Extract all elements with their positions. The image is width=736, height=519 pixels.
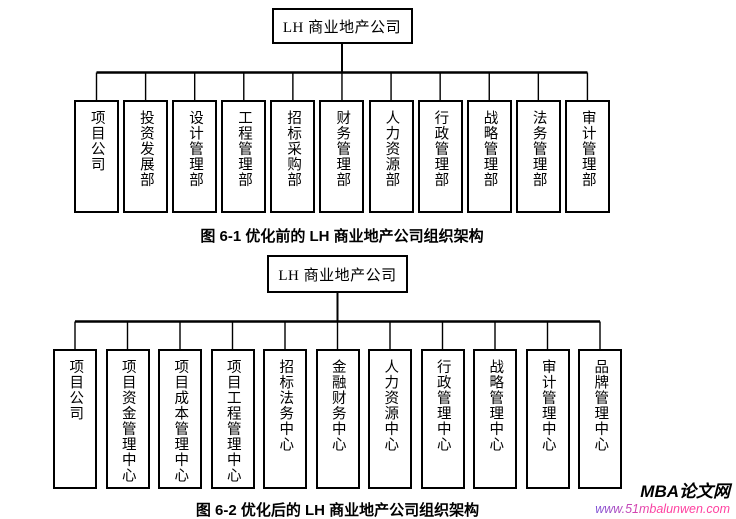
department-label: 项目成本管理中心	[172, 359, 189, 483]
department-node: 审计管理中心	[525, 349, 570, 489]
department-label: 人力资源中心	[382, 359, 399, 452]
department-node: 招标法务中心	[263, 349, 307, 489]
department-label: 项目工程管理中心	[224, 359, 241, 483]
department-label: 项目资金管理中心	[119, 359, 136, 483]
department-label: 战略管理部	[481, 110, 498, 188]
figure-caption-6-2: 图 6-2 优化后的 LH 商业地产公司组织架构	[195, 502, 480, 519]
company-root-node: LH 商业地产公司	[267, 255, 408, 293]
chart-area-after: LH 商业地产公司 项目公司 项目资金管理中心 项目成本管理中心 项目工程管理中心 招标…	[53, 255, 622, 489]
department-label: 人力资源部	[383, 110, 400, 188]
org-chart-figure-6-2: LH 商业地产公司 项目公司 项目资金管理中心 项目成本管理中心 项目工程管理中心 招标…	[0, 255, 736, 519]
company-root-label: LH 商业地产公司	[282, 19, 402, 36]
department-node: 法务管理部	[515, 100, 561, 213]
department-label: 行政管理部	[432, 110, 449, 188]
department-node: 项目公司	[53, 349, 97, 489]
watermark-site-url: www.51mbalunwen.com	[595, 501, 730, 516]
department-node: 金融财务中心	[315, 349, 360, 489]
department-label: 项目公司	[88, 110, 105, 172]
department-node: 项目工程管理中心	[210, 349, 255, 489]
department-node: 战略管理部	[466, 100, 512, 213]
department-node: 工程管理部	[221, 100, 267, 213]
department-node: 审计管理部	[564, 100, 610, 213]
department-label: 品牌管理中心	[592, 359, 609, 452]
department-node: 行政管理中心	[420, 349, 465, 489]
department-node: 项目成本管理中心	[158, 349, 202, 489]
department-node: 人力资源中心	[368, 349, 412, 489]
watermark: MBA论文网 www.51mbalunwen.com	[595, 482, 730, 516]
department-label: 金融财务中心	[329, 359, 346, 452]
department-row: 项目公司 投资发展部 设计管理部 工程管理部 招标采购部 财务管理部 人力资源部 行政管理部 战…	[74, 100, 610, 213]
chart-area-before: LH 商业地产公司 项目公司 投资发展部 设计管理部 工程管理部 招标采购部 财务管理部 人…	[74, 8, 610, 213]
department-node: 项目资金管理中心	[105, 349, 150, 489]
department-node: 项目公司	[74, 100, 119, 213]
drop-lines	[95, 72, 589, 100]
company-root-node: LH 商业地产公司	[271, 8, 413, 44]
department-label: 战略管理中心	[487, 359, 504, 452]
watermark-site-name: MBA论文网	[640, 482, 730, 502]
company-root-label: LH 商业地产公司	[278, 267, 397, 284]
department-label: 招标法务中心	[277, 359, 294, 452]
department-row: 项目公司 项目资金管理中心 项目成本管理中心 项目工程管理中心 招标法务中心 金融财务中心…	[53, 349, 622, 489]
department-label: 投资发展部	[137, 110, 154, 188]
department-label: 审计管理中心	[539, 359, 556, 452]
department-node: 人力资源部	[368, 100, 414, 213]
department-label: 财务管理部	[334, 110, 351, 188]
department-label: 工程管理部	[236, 110, 253, 188]
department-label: 设计管理部	[186, 110, 203, 188]
org-chart-figure-6-1: LH 商业地产公司 项目公司 投资发展部 设计管理部 工程管理部 招标采购部 财务管理部 人…	[0, 8, 736, 246]
department-node: 品牌管理中心	[578, 349, 622, 489]
department-node: 战略管理中心	[473, 349, 517, 489]
department-node: 招标采购部	[270, 100, 316, 213]
department-label: 法务管理部	[530, 110, 547, 188]
figure-caption-6-1: 图 6-1 优化前的 LH 商业地产公司组织架构	[200, 228, 484, 245]
department-label: 项目公司	[67, 359, 84, 421]
department-label: 审计管理部	[579, 110, 596, 188]
department-label: 行政管理中心	[434, 359, 451, 452]
drop-lines	[74, 321, 601, 349]
department-node: 投资发展部	[123, 100, 169, 213]
department-label: 招标采购部	[285, 110, 302, 188]
department-node: 财务管理部	[319, 100, 365, 213]
department-node: 设计管理部	[172, 100, 218, 213]
department-node: 行政管理部	[417, 100, 463, 213]
